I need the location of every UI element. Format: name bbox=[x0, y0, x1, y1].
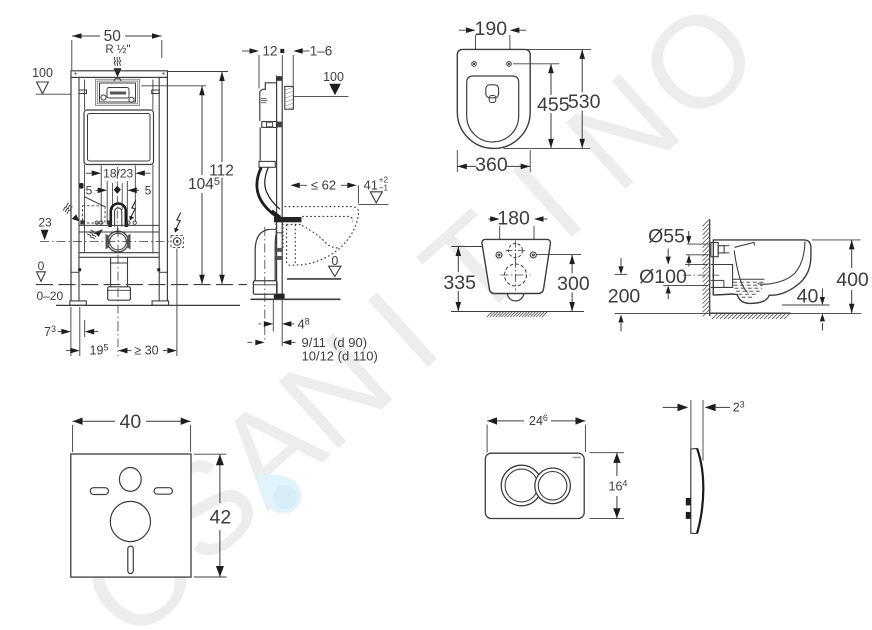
svg-text:12: 12 bbox=[262, 43, 277, 58]
svg-text:0: 0 bbox=[331, 254, 338, 268]
svg-text:100: 100 bbox=[323, 70, 344, 84]
svg-text:360: 360 bbox=[475, 154, 508, 176]
svg-text:112: 112 bbox=[209, 162, 234, 179]
svg-text:≥ 30: ≥ 30 bbox=[134, 344, 158, 358]
svg-text:Ø55: Ø55 bbox=[648, 225, 685, 247]
svg-text:190: 190 bbox=[475, 18, 508, 40]
svg-text:0: 0 bbox=[38, 259, 45, 273]
svg-text:23: 23 bbox=[733, 400, 745, 415]
svg-text:5: 5 bbox=[86, 184, 93, 198]
svg-text:335: 335 bbox=[443, 272, 476, 294]
svg-text:455: 455 bbox=[537, 94, 570, 116]
svg-text:50: 50 bbox=[104, 28, 122, 45]
svg-text:100: 100 bbox=[32, 66, 53, 80]
svg-text:40: 40 bbox=[797, 286, 819, 308]
svg-text:≤ 62: ≤ 62 bbox=[311, 178, 336, 193]
svg-text:530: 530 bbox=[568, 91, 601, 113]
svg-text:Ø100: Ø100 bbox=[639, 266, 687, 288]
svg-text:300: 300 bbox=[557, 273, 590, 295]
svg-text:41: 41 bbox=[364, 178, 378, 193]
svg-text:40: 40 bbox=[120, 411, 142, 433]
svg-text:1–6: 1–6 bbox=[310, 43, 333, 58]
svg-text:9/11 (d 90): 9/11 (d 90) bbox=[302, 335, 368, 350]
svg-text:+2: +2 bbox=[379, 175, 389, 184]
svg-text:18/23: 18/23 bbox=[103, 166, 133, 180]
svg-text:0–20: 0–20 bbox=[36, 289, 63, 303]
svg-text:1045: 1045 bbox=[188, 176, 220, 193]
svg-text:5: 5 bbox=[145, 184, 152, 198]
svg-text:73: 73 bbox=[44, 324, 56, 339]
svg-text:200: 200 bbox=[608, 286, 641, 308]
svg-text:23: 23 bbox=[38, 216, 52, 230]
svg-text:10/12 (d 110): 10/12 (d 110) bbox=[302, 349, 378, 364]
svg-text:42: 42 bbox=[210, 506, 232, 528]
svg-text:180: 180 bbox=[497, 208, 530, 230]
svg-text:R ½": R ½" bbox=[105, 44, 130, 56]
svg-text:−1: −1 bbox=[379, 184, 389, 193]
svg-text:400: 400 bbox=[836, 269, 869, 291]
